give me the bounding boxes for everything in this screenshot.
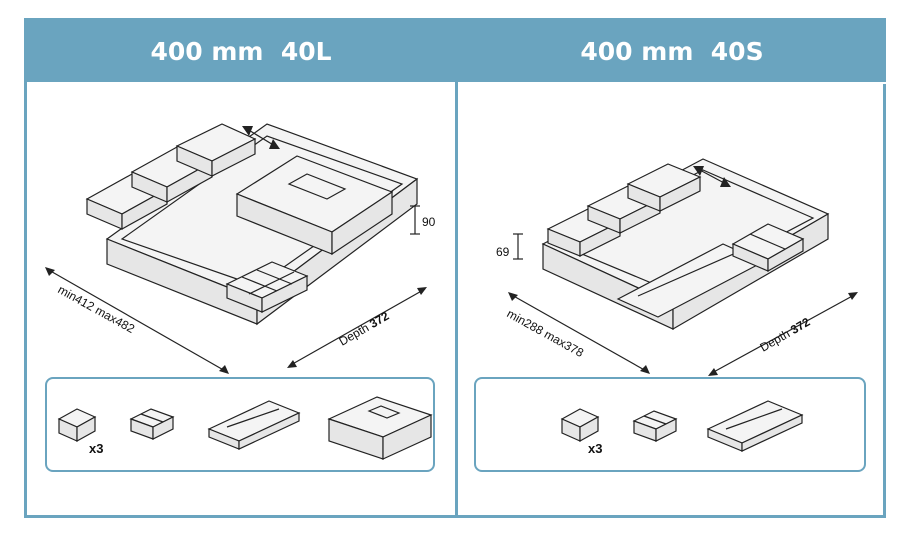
divider-insert <box>731 223 805 273</box>
panel-40s: 400 mm 40S <box>455 21 886 515</box>
qty-label: x3 <box>89 441 103 456</box>
divider-insert-icon <box>632 410 678 442</box>
lidded-box-icon <box>327 396 433 460</box>
divider-insert <box>225 261 309 313</box>
depth-dimension: Depth 372 <box>708 292 858 376</box>
width-label: min412 max482 <box>56 282 138 336</box>
depth-dimension: Depth 372 <box>287 287 427 368</box>
slide-arrow-icon <box>242 126 280 149</box>
small-boxes <box>85 123 257 231</box>
height-label: 90 <box>422 215 436 229</box>
parts-row: x3 <box>57 396 433 460</box>
svg-text:Depth 372: Depth 372 <box>758 315 813 355</box>
small-boxes <box>546 163 702 257</box>
panel-40s-title: 400 mm 40S <box>458 21 886 84</box>
depth-prefix: Depth <box>337 319 375 349</box>
drawer-illustration-40s: 69 min288 max378 Depth 372 <box>496 158 858 376</box>
parts-row: x3 <box>560 400 804 456</box>
lidded-box <box>235 155 394 256</box>
panel-40l: 400 mm 40L <box>27 21 455 515</box>
panel-40l-title: 400 mm 40L <box>27 21 455 84</box>
qty-label: x3 <box>588 441 602 456</box>
parts-box-40s: x3 <box>474 377 866 472</box>
long-tray-icon <box>706 400 804 452</box>
height-dimension: 90 <box>410 205 436 235</box>
slide-arrow-icon <box>693 166 731 187</box>
parts-box-40l: x3 <box>45 377 435 472</box>
depth-prefix: Depth <box>758 325 796 355</box>
height-dimension: 69 <box>496 233 523 260</box>
small-box-icon <box>560 408 600 443</box>
height-label: 69 <box>496 245 510 259</box>
small-box-icon <box>57 408 97 443</box>
long-tray-icon <box>207 400 301 450</box>
svg-text:Depth 372: Depth 372 <box>337 309 392 349</box>
comparison-frame: 400 mm 40L <box>24 18 886 518</box>
drawer-illustration-40l: 90 min412 max482 Depth 372 <box>45 123 436 374</box>
divider-insert-icon <box>129 408 175 440</box>
